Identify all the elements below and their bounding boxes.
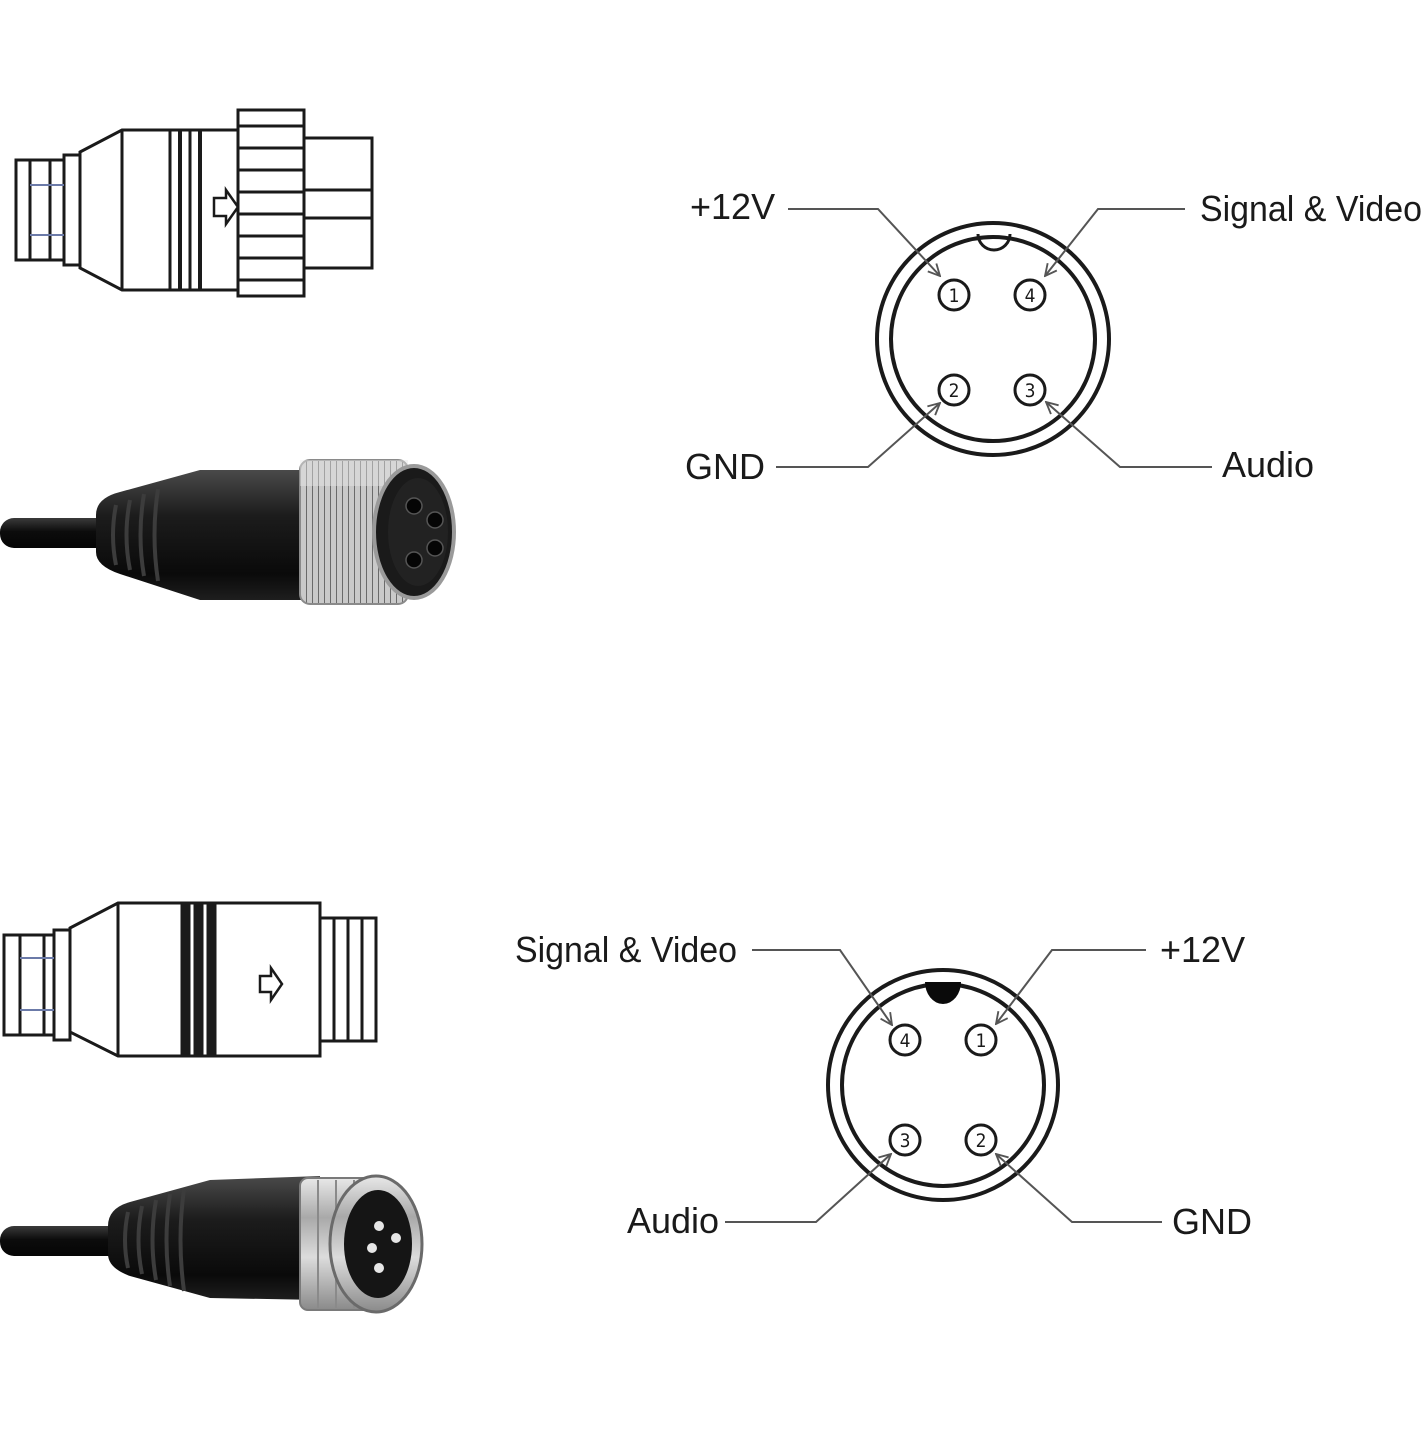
female-pinout-diagram: 1 4 2 3 +12V Signal & Video GND Audio bbox=[685, 186, 1422, 487]
pin-4-circle: 4 bbox=[888, 1023, 922, 1057]
pin-3-circle: 3 bbox=[1013, 373, 1047, 407]
label-signal-video: Signal & Video bbox=[515, 929, 737, 970]
leader-line-signal-video bbox=[1045, 208, 1185, 276]
leader-line-audio bbox=[725, 1154, 891, 1223]
pin-1-circle: 1 bbox=[964, 1023, 998, 1057]
leader-line-12v bbox=[788, 208, 940, 276]
svg-text:3: 3 bbox=[900, 1130, 911, 1152]
label-gnd: GND bbox=[1172, 1201, 1252, 1242]
pin-3-circle: 3 bbox=[888, 1123, 922, 1157]
pin-2-circle: 2 bbox=[937, 373, 971, 407]
leader-line-gnd bbox=[776, 403, 940, 468]
label-audio: Audio bbox=[1222, 444, 1314, 485]
svg-text:2: 2 bbox=[976, 1130, 987, 1152]
svg-text:3: 3 bbox=[1025, 380, 1036, 402]
svg-text:4: 4 bbox=[1025, 285, 1036, 307]
leader-line-signal-video bbox=[752, 949, 892, 1025]
label-signal-video: Signal & Video bbox=[1200, 188, 1422, 229]
svg-text:2: 2 bbox=[949, 380, 960, 402]
leader-line-12v bbox=[996, 949, 1146, 1024]
pin-2-circle: 2 bbox=[964, 1123, 998, 1157]
leader-line-gnd bbox=[996, 1154, 1162, 1223]
leader-line-audio bbox=[1046, 402, 1212, 468]
label-12v: +12V bbox=[690, 186, 775, 227]
male-connector-outline-drawing bbox=[2, 901, 378, 1058]
svg-text:4: 4 bbox=[900, 1030, 911, 1052]
male-pinout-diagram: 4 1 3 2 Signal & Video +12V Audio GND bbox=[515, 929, 1252, 1242]
label-audio: Audio bbox=[627, 1200, 719, 1241]
female-connector-outline-drawing bbox=[14, 108, 374, 298]
label-gnd: GND bbox=[685, 446, 765, 487]
pin-1-circle: 1 bbox=[937, 278, 971, 312]
svg-text:1: 1 bbox=[976, 1030, 987, 1052]
label-12v: +12V bbox=[1160, 929, 1245, 970]
svg-text:1: 1 bbox=[949, 285, 960, 307]
pin-4-circle: 4 bbox=[1013, 278, 1047, 312]
female-connector-illustration bbox=[0, 459, 456, 605]
male-connector-illustration bbox=[0, 1174, 424, 1314]
